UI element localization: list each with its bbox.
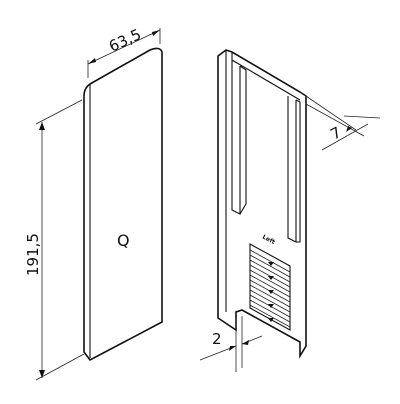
width-dimension: 63,5: [87, 25, 161, 78]
grip-arrow-marker: [268, 290, 274, 294]
depth-arrow: [346, 126, 352, 132]
depth-value: 7: [327, 123, 344, 143]
depth-dimension: 7: [299, 91, 381, 151]
grip-arrow-marker: [268, 276, 274, 280]
back-panel-top-rim: [231, 52, 301, 101]
grip-line: [249, 254, 291, 278]
left-slot-inner: [239, 65, 247, 215]
depth-ext-line-top: [299, 91, 357, 131]
grip-arrow-marker: [268, 304, 274, 308]
depth-leader-top: [343, 115, 381, 119]
height-ext-line-bottom: [35, 353, 85, 381]
height-value: 191,5: [24, 233, 42, 276]
grip-line: [249, 249, 291, 273]
height-ext-line-top: [35, 99, 83, 125]
grip-line: [249, 284, 291, 308]
grip-line: [249, 304, 291, 328]
back-text-label: Left: [261, 234, 276, 247]
front-panel-outline: [83, 47, 163, 362]
height-dimension: 191,5: [24, 99, 85, 381]
width-arrow-left: [88, 58, 96, 64]
grip-frame: [249, 243, 291, 331]
grip-line: [249, 299, 291, 323]
grip-line: [249, 274, 291, 298]
side-marker-label: Q: [117, 231, 130, 250]
depth-dim-line: [321, 123, 369, 151]
width-dim-line: [87, 29, 161, 65]
grip-hatching: [249, 243, 291, 331]
height-arrow-top: [39, 122, 45, 130]
grip-line: [249, 269, 291, 293]
left-slot: [231, 60, 241, 215]
grip-arrow-marker: [268, 318, 274, 322]
right-slot-inner: [295, 99, 301, 243]
width-arrow-right: [152, 30, 160, 36]
thickness-value: 2: [212, 330, 222, 348]
right-slot: [287, 96, 297, 243]
grip-line: [249, 259, 291, 283]
thickness-arrow-left: [229, 346, 236, 351]
front-panel: Q: [83, 47, 163, 362]
grip-line: [249, 289, 291, 313]
grip-arrow-marker: [268, 262, 274, 266]
depth-ext-line-bottom: [305, 103, 365, 137]
width-value: 63,5: [106, 25, 144, 55]
height-arrow-bottom: [39, 370, 45, 378]
thickness-dimension: 2: [199, 316, 263, 372]
back-panel: Left: [217, 49, 307, 359]
thickness-arrow-right: [242, 340, 249, 345]
